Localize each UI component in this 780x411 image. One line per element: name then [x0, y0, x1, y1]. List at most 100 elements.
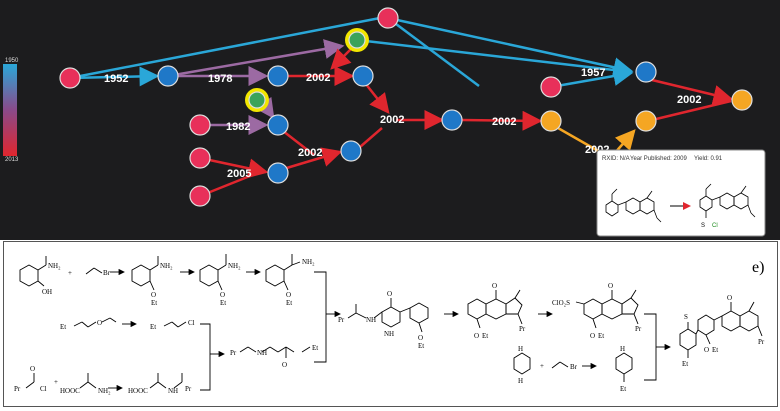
structure-ethyl-bromide-2 — [551, 361, 569, 369]
network-node[interactable] — [189, 147, 211, 169]
atom-label: O — [151, 291, 156, 299]
network-node[interactable] — [635, 61, 657, 83]
network-node[interactable] — [441, 109, 463, 131]
structure-piperazine — [513, 352, 531, 375]
edge — [69, 66, 160, 87]
atom-label: Pr — [185, 385, 192, 393]
atom-label: Et — [712, 346, 718, 354]
network-node[interactable] — [635, 110, 657, 132]
tooltip-box — [596, 149, 766, 237]
tooltip-year: Year Published: 2009 — [630, 156, 687, 162]
tooltip-yield: Yield: 0.91 — [694, 156, 723, 162]
edge — [550, 66, 634, 89]
network-node[interactable] — [267, 162, 289, 184]
legend-gradient — [3, 64, 17, 156]
year-color-legend: 1950 2013 — [3, 58, 19, 163]
structure-butyryl-chloride — [25, 373, 35, 389]
atom-label: O — [418, 334, 423, 342]
legend-bottom-label: 2013 — [5, 157, 19, 163]
atom-label: O — [704, 346, 709, 354]
network-node[interactable] — [189, 114, 211, 136]
structure-ethoxybenzamide — [131, 256, 159, 291]
year-label: 1952 — [104, 73, 128, 85]
network-node[interactable] — [348, 31, 366, 49]
structure-diethyl-oxalate — [73, 317, 117, 328]
network-nodes — [59, 7, 753, 207]
atom-label: Pr — [338, 316, 345, 324]
atom-label: NH₂ — [98, 387, 111, 395]
atom-label: O — [220, 291, 225, 299]
structure-amidine — [199, 254, 227, 291]
atom-label: Et — [598, 332, 604, 340]
atom-label: + — [54, 378, 58, 386]
year-label: 2002 — [677, 94, 701, 106]
edge — [330, 47, 353, 70]
atom-label: Et — [682, 360, 688, 368]
structure-triazinone — [347, 298, 429, 333]
edge — [279, 147, 343, 172]
atom-label: Et — [312, 344, 318, 352]
atom-label: Et — [418, 342, 424, 350]
atom-label: Et — [151, 299, 157, 307]
tooltip-sulfonyl-s: S — [701, 223, 705, 229]
atom-label: NH₂ — [160, 262, 173, 270]
network-node[interactable] — [267, 114, 289, 136]
network-node[interactable] — [540, 76, 562, 98]
atom-label: HOOC — [128, 387, 148, 395]
structure-butyryl-alanine — [149, 373, 183, 389]
network-edges — [69, 16, 734, 198]
reaction-network-panel: 1950 2013 1952 1978 2002 1957 1982 — [0, 0, 780, 240]
atom-label: O — [282, 361, 287, 369]
atom-label: S — [684, 313, 688, 321]
year-label: 2002 — [380, 114, 404, 126]
structure-ethylpiperazine — [615, 352, 633, 382]
atom-label: + — [540, 362, 544, 370]
network-node[interactable] — [267, 65, 289, 87]
atom-label: Pr — [635, 325, 642, 333]
network-node[interactable] — [377, 7, 399, 29]
atom-label: Br — [103, 269, 111, 277]
network-node[interactable] — [340, 140, 362, 162]
atom-label: O — [387, 290, 392, 298]
edge — [167, 39, 345, 78]
structure-salicylamide — [19, 256, 47, 287]
network-node[interactable] — [731, 89, 753, 111]
atom-label: OH — [42, 288, 52, 296]
convergence-bracket — [644, 313, 657, 381]
atom-label: O — [590, 332, 595, 340]
edge — [359, 127, 383, 148]
atom-label: O — [727, 294, 732, 302]
network-node[interactable] — [59, 67, 81, 89]
network-node[interactable] — [352, 65, 374, 87]
network-node[interactable] — [189, 185, 211, 207]
year-label: 1957 — [581, 67, 605, 79]
structure-ethyl-oxalyl-chloride — [163, 321, 187, 328]
network-node[interactable] — [157, 65, 179, 87]
edge — [199, 156, 269, 179]
structure-imidazotriazinone — [467, 289, 523, 329]
atom-label: Et — [620, 385, 626, 393]
network-node[interactable] — [540, 110, 562, 132]
structure-ethyl-bromide — [85, 267, 103, 275]
atom-label: NH — [168, 387, 178, 395]
network-node[interactable] — [248, 91, 266, 109]
tooltip-product-structure — [699, 183, 756, 218]
atom-label: Pr — [14, 385, 21, 393]
edge — [387, 16, 634, 78]
structure-sulfonyl-chloride — [575, 289, 639, 329]
atom-label: Pr — [230, 349, 237, 357]
atom-labels: NH₂ OH + Br NH₂ O Et NH₂ O Et NH₂ O Et E… — [14, 258, 765, 395]
synthesis-scheme: e) — [14, 254, 765, 395]
atom-label: HOOC — [60, 387, 80, 395]
atom-label: NH₂ — [302, 258, 315, 266]
edge — [651, 78, 734, 105]
convergence-bracket — [200, 323, 211, 391]
atom-label: Et — [482, 332, 488, 340]
synthesis-scheme-panel: e) — [3, 241, 778, 407]
atom-label: Pr — [519, 325, 526, 333]
legend-top-label: 1950 — [5, 58, 19, 64]
panel-label: e) — [752, 259, 764, 276]
atom-label: NH — [366, 316, 376, 324]
year-label: 2002 — [298, 147, 322, 159]
atom-label: ClO₂S — [552, 299, 570, 307]
